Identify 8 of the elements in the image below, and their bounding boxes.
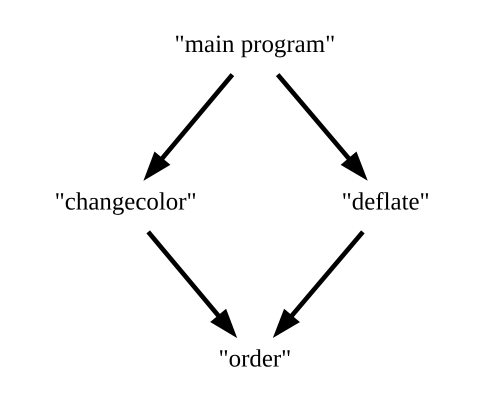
node-text: "main program" [174,30,336,58]
arrow [272,230,365,338]
arrow [146,230,238,338]
arrow [276,72,368,180]
node-text: "changecolor" [54,188,197,215]
node-text: "order" [218,345,292,372]
arrow [143,72,234,180]
node-text: "deflate" [342,188,430,215]
